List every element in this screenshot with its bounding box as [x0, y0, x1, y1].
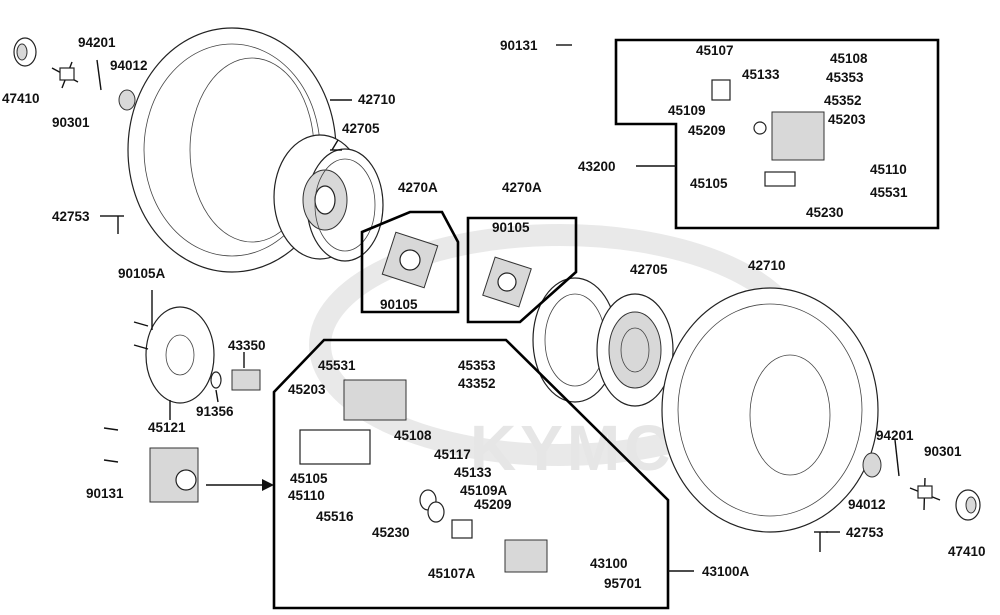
label-90105A: 90105A	[118, 266, 166, 281]
cap-nut-left	[13, 37, 37, 67]
label-43352: 43352	[458, 376, 496, 391]
label-95701: 95701	[604, 576, 642, 591]
label-94201-right: 94201	[876, 428, 914, 443]
cap-nut-right	[955, 489, 981, 521]
bolts-90131-left	[103, 427, 119, 463]
castle-nut-left	[118, 89, 136, 111]
label-45209-bottom: 45209	[474, 497, 512, 512]
label-45353-top: 45353	[826, 70, 864, 85]
label-45117: 45117	[434, 447, 471, 462]
label-45110-top: 45110	[870, 162, 907, 177]
label-45531-top: 45531	[870, 185, 908, 200]
label-45107A: 45107A	[428, 566, 476, 581]
label-45352: 45352	[824, 93, 862, 108]
label-42705-left: 42705	[342, 121, 380, 136]
label-43350: 43350	[228, 338, 266, 353]
label-45110-bottom: 45110	[288, 488, 325, 503]
label-42753-left: 42753	[52, 209, 90, 224]
label-42705-right: 42705	[630, 262, 668, 277]
label-45209-top: 45209	[688, 123, 726, 138]
bolts-90105A	[133, 321, 149, 350]
label-90131-bottom: 90131	[86, 486, 124, 501]
label-45531-bottom: 45531	[318, 358, 356, 373]
label-45203-top: 45203	[828, 112, 866, 127]
cotter-pin-left	[96, 59, 102, 91]
label-42710-right: 42710	[748, 258, 786, 273]
label-94201-left: 94201	[78, 35, 116, 50]
label-4270A-right: 4270A	[502, 180, 542, 195]
label-45105-bottom: 45105	[290, 471, 328, 486]
label-45108-top: 45108	[830, 51, 868, 66]
label-43200: 43200	[578, 159, 616, 174]
valve-left	[110, 215, 124, 234]
caliper-assembly-box	[614, 38, 940, 230]
label-45109: 45109	[668, 103, 706, 118]
label-45230-top: 45230	[806, 205, 844, 220]
label-45107: 45107	[696, 43, 734, 58]
label-47410-right: 47410	[948, 544, 986, 559]
label-90301-left: 90301	[52, 115, 90, 130]
label-47410-left: 47410	[2, 91, 40, 106]
right-tire	[661, 287, 879, 533]
castle-nut-right	[862, 452, 882, 478]
label-45133-bottom: 45133	[454, 465, 492, 480]
arrow-right	[206, 479, 274, 491]
label-45516: 45516	[316, 509, 354, 524]
label-45108-bottom: 45108	[394, 428, 432, 443]
label-45109A: 45109A	[460, 483, 508, 498]
label-45105-top: 45105	[690, 176, 728, 191]
label-42753-right: 42753	[846, 525, 884, 540]
label-45230-bottom: 45230	[372, 525, 410, 540]
brake-disc	[145, 306, 215, 404]
left-rim	[273, 134, 384, 262]
valve-right	[814, 531, 828, 552]
part-labels: 47410 94201 94012 90301 42710 42705 4275…	[2, 35, 986, 591]
label-90131-top: 90131	[500, 38, 538, 53]
label-90105-right: 90105	[492, 220, 530, 235]
label-90105-left: 90105	[380, 297, 418, 312]
label-45133-top: 45133	[742, 67, 780, 82]
label-43100A: 43100A	[702, 564, 750, 579]
label-45203-bottom: 45203	[288, 382, 326, 397]
label-4270A-left: 4270A	[398, 180, 438, 195]
label-94012-left: 94012	[110, 58, 148, 73]
cotter-pin-right	[894, 439, 900, 477]
bracket-43350	[210, 369, 261, 391]
label-43100: 43100	[590, 556, 628, 571]
caliper-assembled	[149, 447, 199, 503]
hub-spider-left	[51, 61, 79, 89]
label-94012-right: 94012	[848, 497, 886, 512]
wheel-hub-right	[466, 216, 578, 324]
wheel-hub-left	[360, 210, 460, 314]
label-45121: 45121	[148, 420, 186, 435]
right-rim	[532, 277, 674, 407]
hub-spider-right	[909, 477, 941, 511]
caliper-kit-box	[272, 338, 670, 610]
label-91356: 91356	[196, 404, 234, 419]
label-42710-left: 42710	[358, 92, 396, 107]
label-90301-right: 90301	[924, 444, 962, 459]
leader-lines	[100, 44, 840, 572]
label-45353-bottom: 45353	[458, 358, 496, 373]
